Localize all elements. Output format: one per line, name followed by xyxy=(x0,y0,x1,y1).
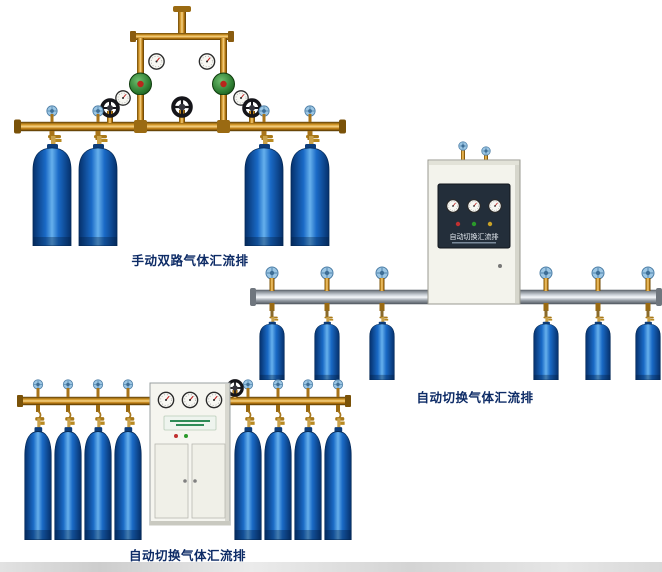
manifold-valve-station xyxy=(539,266,553,318)
gas-cylinder xyxy=(369,316,395,380)
manifold-valve-station xyxy=(320,266,334,318)
pressure-gauge xyxy=(467,199,481,213)
product-caption-auto-switch-1: 自动切换气体汇流排 xyxy=(416,390,534,405)
pressure-regulator-left xyxy=(115,38,165,124)
pressure-gauge xyxy=(157,391,175,409)
handwheel-icon xyxy=(100,98,120,118)
cabinet-lock xyxy=(498,264,502,268)
gas-cylinder xyxy=(259,316,285,380)
manifold-header-pipe xyxy=(130,6,234,42)
manifold-valve-station xyxy=(375,266,389,318)
shutoff-valve-handwheel xyxy=(171,96,193,123)
shutoff-valve-handwheel xyxy=(242,98,262,123)
handwheel-icon xyxy=(242,98,262,118)
gas-cylinder xyxy=(24,416,52,540)
illustration-manual-dual-manifold xyxy=(14,6,346,246)
gas-cylinder xyxy=(294,416,322,540)
cabinet-label-plate xyxy=(163,415,217,431)
indicator-light-green xyxy=(471,221,477,227)
gas-cylinder xyxy=(78,134,118,246)
gas-cylinder xyxy=(533,316,559,380)
control-cabinet: 自动切换汇流排 xyxy=(427,159,521,305)
indicator-light-green xyxy=(184,434,188,438)
shutoff-valve-handwheel xyxy=(100,98,120,123)
pressure-gauge xyxy=(488,199,502,213)
pressure-gauge xyxy=(446,199,460,213)
cabinet-inlet-pipes xyxy=(458,141,491,162)
product-caption-auto-switch-2: 自动切换气体汇流排 xyxy=(128,548,246,563)
gas-cylinder xyxy=(114,416,142,540)
illustration-auto-switch-manifold-2 xyxy=(17,379,352,540)
handwheel-icon xyxy=(171,96,193,118)
gas-cylinder xyxy=(324,416,352,540)
pressure-regulator-right xyxy=(198,38,249,124)
cabinet-doors xyxy=(154,443,226,519)
product-caption-manual-dual: 手动双路气体汇流排 xyxy=(131,253,249,268)
gas-cylinder xyxy=(635,316,661,380)
door-handle xyxy=(183,479,187,483)
gas-cylinder xyxy=(84,416,112,540)
illustration-auto-switch-manifold: 自动切换汇流排 xyxy=(250,141,662,380)
manifold-valve-station xyxy=(641,266,655,318)
control-cabinet xyxy=(149,382,231,526)
gas-cylinder xyxy=(264,416,292,540)
valve-knob-icon xyxy=(481,146,491,156)
cabinet-panel-text: 自动切换汇流排 xyxy=(450,232,499,241)
indicator-light-amber xyxy=(487,221,493,227)
gas-cylinder xyxy=(234,416,262,540)
door-handle xyxy=(193,479,197,483)
manifold-valve-station xyxy=(591,266,605,318)
pressure-gauge xyxy=(198,53,216,70)
gas-cylinder xyxy=(32,134,72,246)
gas-cylinder xyxy=(54,416,82,540)
pressure-gauge xyxy=(181,391,199,409)
indicator-light-red xyxy=(455,221,461,227)
pressure-gauge xyxy=(205,391,223,409)
page-bottom-strip xyxy=(0,562,662,572)
cabinet-control-panel: 自动切换汇流排 xyxy=(437,183,511,249)
indicator-light-red xyxy=(174,434,178,438)
gas-cylinder xyxy=(585,316,611,380)
shutoff-valve-handwheel xyxy=(226,379,244,398)
pressure-gauge xyxy=(148,53,165,70)
manifold-valve-station xyxy=(265,266,279,318)
gas-cylinder xyxy=(314,316,340,380)
valve-knob-icon xyxy=(458,141,468,151)
